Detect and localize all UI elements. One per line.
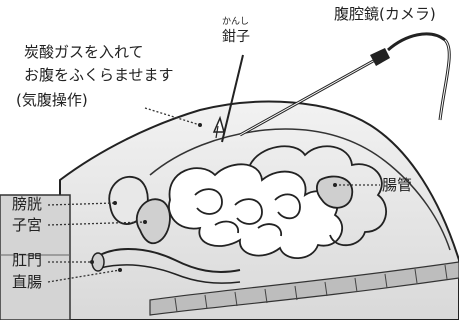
anus-label: 肛門 — [12, 251, 43, 269]
bladder-label: 膀胱 — [12, 195, 43, 213]
forceps-ruby-label: かんし — [222, 17, 250, 27]
gas-insufflation-line-1: 炭酸ガスを入れて — [24, 43, 144, 61]
gas-insufflation-line-2: お腹をふくらませます — [24, 66, 174, 84]
rectum — [99, 248, 241, 273]
gas-insufflation-line-3: (気腹操作) — [16, 91, 88, 109]
forceps-label: 鉗子 — [222, 29, 250, 45]
rectum-label: 直腸 — [12, 273, 43, 291]
leader-lines — [47, 107, 380, 283]
spine — [149, 261, 459, 316]
laparoscope-head — [370, 48, 390, 66]
uterus-label: 子宮 — [12, 216, 43, 234]
laparoscope-cable — [387, 32, 451, 121]
laparoscope-label: 腹腔鏡(カメラ) — [334, 5, 436, 23]
intestine-label: 腸管 — [382, 176, 413, 194]
abdominal-cavity-outline — [149, 128, 451, 251]
pelvis-block — [0, 194, 71, 320]
uterus — [135, 198, 171, 245]
forceps-shaft — [221, 54, 244, 143]
vertebrae — [174, 264, 448, 313]
intestines — [168, 145, 387, 260]
